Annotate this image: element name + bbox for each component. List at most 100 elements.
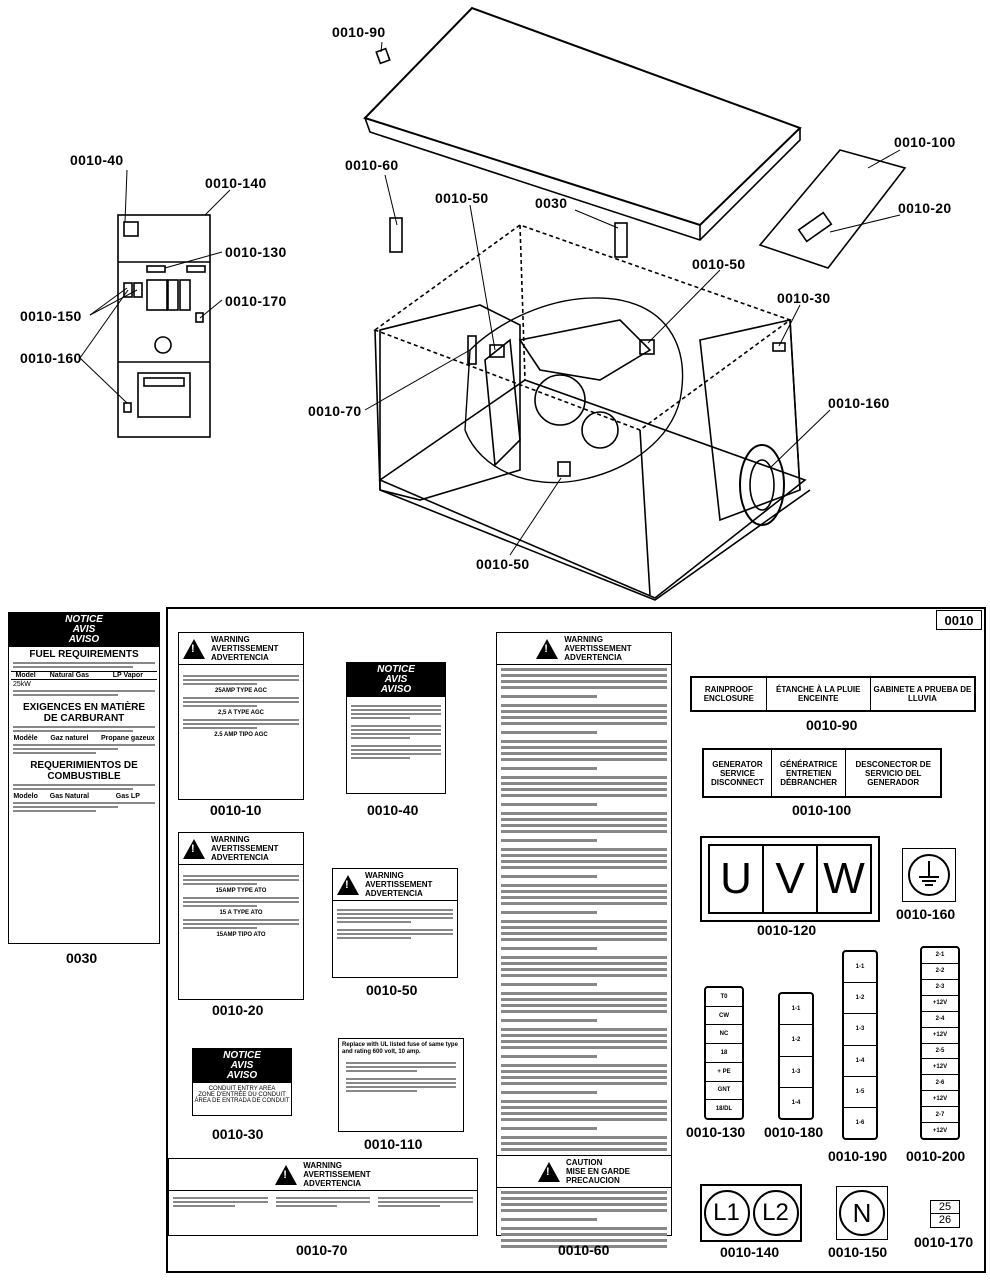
strip-cell: NC: [706, 1025, 742, 1045]
ground-icon: [908, 854, 950, 896]
text-line: [501, 848, 667, 851]
text-line: [501, 1239, 667, 1242]
text-line: [501, 1233, 667, 1236]
caption-0010-10: 0010-10: [210, 802, 262, 818]
strip-cell: 2-3: [922, 980, 958, 996]
text-line: [501, 1218, 597, 1221]
fuse-es: 2.5 AMP TIPO AGC: [214, 732, 268, 738]
text-line: [501, 956, 667, 959]
text-line: [501, 1028, 667, 1031]
warning-label: WARNING: [211, 635, 250, 644]
decal-0010-170: 25 26: [930, 1200, 960, 1228]
avert-label: AVERTISSEMENT: [211, 644, 279, 653]
text-line: [501, 968, 667, 971]
text-line: [501, 1019, 597, 1022]
callout-0010-170: 0010-170: [225, 293, 287, 309]
text-line: [501, 788, 667, 791]
conduit-en: CONDUIT ENTRY AREA: [208, 1086, 276, 1092]
fuse-en: 25AMP TYPE AGC: [214, 688, 267, 694]
text-line: [501, 1082, 667, 1085]
caption-0010-100: 0010-100: [792, 802, 852, 818]
strip-cell: + PE: [706, 1063, 742, 1082]
l1-label: L1: [703, 1190, 750, 1236]
strip-cell: +12V: [932, 1127, 948, 1134]
text-line: [501, 776, 667, 779]
caption-0010-120: 0010-120: [757, 922, 817, 938]
text-line: [501, 1040, 667, 1043]
warning-triangle-icon: [183, 838, 205, 859]
text-line: [501, 1055, 597, 1058]
text-line: [501, 812, 667, 815]
fuse-en: 15AMP TYPE ATO: [215, 888, 267, 894]
advert-label: ADVERTENCIA: [211, 853, 269, 862]
caution-label: CAUTION: [565, 1158, 603, 1167]
text-line: [501, 992, 667, 995]
text-line: [501, 710, 667, 713]
caption-0010-160: 0010-160: [896, 906, 956, 922]
callout-0010-130: 0010-130: [225, 244, 287, 260]
text-line: [501, 824, 667, 827]
text-line: [501, 1118, 667, 1121]
warning-triangle-icon: [337, 874, 359, 895]
caption-0010-70: 0010-70: [296, 1242, 348, 1258]
sheet-id-box: 0010: [936, 610, 982, 630]
advert-label: ADVERTENCIA: [564, 653, 623, 662]
notice-label: NOTICE: [223, 1050, 261, 1061]
strip-cell: +12V: [922, 996, 958, 1012]
text-line: [501, 947, 597, 950]
strip-cell: 1-6: [855, 1119, 865, 1126]
col-modele: Modèle: [13, 735, 38, 742]
text-line: [501, 830, 667, 833]
text-line: [501, 974, 667, 977]
strip-cell: 1-5: [844, 1077, 876, 1108]
callout-0010-40: 0010-40: [70, 152, 124, 168]
caption-0010-200: 0010-200: [906, 1148, 966, 1164]
warning-label: WARNING: [303, 1161, 342, 1170]
text-line: [501, 884, 667, 887]
advert-label: ADVERTENCIA: [303, 1179, 362, 1188]
decal-0010-160: [902, 848, 956, 902]
strip-cell: 2-4: [922, 1012, 958, 1028]
strip-cell: 1-1: [844, 952, 876, 984]
avert-label: AVERTISSEMENT: [365, 880, 433, 889]
caution-triangle-icon: [537, 1161, 560, 1182]
notice-label: NOTICE: [65, 614, 103, 625]
caption-0010-150: 0010-150: [828, 1244, 888, 1260]
text-line: [501, 1064, 667, 1067]
fuel-requirements-title: FUEL REQUIREMENTS: [29, 649, 139, 660]
text-line: [501, 1142, 667, 1145]
text-line: [501, 680, 667, 683]
advert-label: ADVERTENCIA: [365, 889, 423, 898]
text-line: [501, 998, 667, 1001]
caption-0010-20: 0010-20: [212, 1002, 264, 1018]
text-line: [501, 1070, 667, 1073]
strip-cell: 18: [706, 1044, 742, 1063]
text-line: [501, 731, 597, 734]
text-line: [501, 1127, 597, 1130]
terminal-25: 25: [931, 1201, 959, 1214]
text-line: [501, 695, 597, 698]
text-line: [501, 740, 667, 743]
strip-cell: 1-3: [780, 1057, 812, 1088]
warning-label: WARNING: [564, 635, 603, 644]
avis-label: AVIS: [384, 674, 408, 685]
text-line: [501, 983, 597, 986]
col-modelo: Modelo: [13, 793, 38, 800]
text-line: [501, 1191, 667, 1194]
callout-0010-20: 0010-20: [898, 200, 952, 216]
text-line: [501, 1227, 667, 1230]
text-line: [501, 752, 667, 755]
col-natural-gas: Natural Gas: [49, 672, 90, 679]
col-propane: Propane gazeux: [100, 735, 155, 742]
col-gas-natural: Gas Natural: [49, 793, 90, 800]
strip-cell: 1-3: [844, 1014, 876, 1046]
strip-cell: 1-4: [844, 1046, 876, 1077]
caption-0010-30: 0010-30: [212, 1126, 264, 1142]
